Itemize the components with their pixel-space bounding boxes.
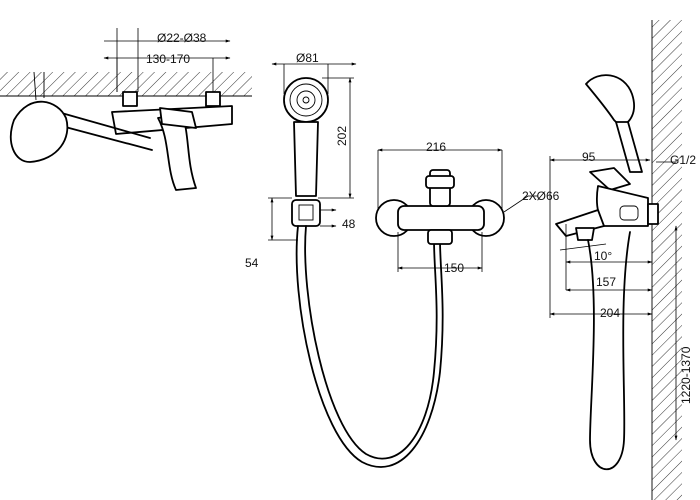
shower-head-top bbox=[9, 100, 69, 163]
shower-arm-top bbox=[53, 111, 153, 151]
pipe-diameter-label: Ø22-Ø38 bbox=[157, 31, 207, 45]
center-distance-top-label: 130-170 bbox=[146, 52, 190, 66]
shower-handle bbox=[293, 121, 319, 197]
side-lever bbox=[589, 167, 631, 191]
side-spout bbox=[555, 209, 605, 237]
front-view: 216 2XØ66 150 bbox=[375, 140, 560, 275]
spout-top bbox=[157, 113, 197, 191]
eccentric-right bbox=[205, 91, 221, 107]
lever-top bbox=[159, 107, 197, 129]
mixer-body-front bbox=[397, 205, 485, 231]
thread-label: G1/2 bbox=[670, 153, 696, 167]
side-shower-handle bbox=[615, 121, 643, 173]
shower-hose bbox=[295, 225, 444, 468]
eccentric-left bbox=[122, 91, 138, 107]
front-center-distance-label: 150 bbox=[444, 261, 464, 275]
side-view: 95 G1/2 10° 157 204 1220-1370 bbox=[549, 20, 696, 500]
side-shower-head bbox=[585, 74, 635, 127]
wall-hatching-side bbox=[652, 20, 682, 500]
shower-length-label: 202 bbox=[335, 126, 349, 146]
spout-projection-label: 157 bbox=[596, 275, 616, 289]
spout-angle-label: 10° bbox=[594, 249, 612, 263]
lever-length-label: 95 bbox=[582, 150, 596, 164]
top-view: Ø22-Ø38 130-170 bbox=[0, 28, 252, 191]
side-hose bbox=[587, 231, 631, 470]
handle-diameter-label: 2XØ66 bbox=[522, 189, 560, 203]
hand-shower-view: Ø81 202 48 54 bbox=[245, 51, 444, 468]
shower-head bbox=[283, 77, 329, 123]
overall-width-label: 216 bbox=[426, 140, 446, 154]
holder-height-label: 48 bbox=[342, 217, 356, 231]
overall-depth-label: 204 bbox=[600, 306, 620, 320]
holder-depth-label: 54 bbox=[245, 256, 259, 270]
shower-head-diameter-label: Ø81 bbox=[296, 51, 319, 65]
mounting-height-label: 1220-1370 bbox=[679, 346, 693, 404]
outlet-front bbox=[427, 229, 453, 245]
shower-holder bbox=[291, 199, 321, 227]
wall-connection bbox=[647, 203, 659, 225]
